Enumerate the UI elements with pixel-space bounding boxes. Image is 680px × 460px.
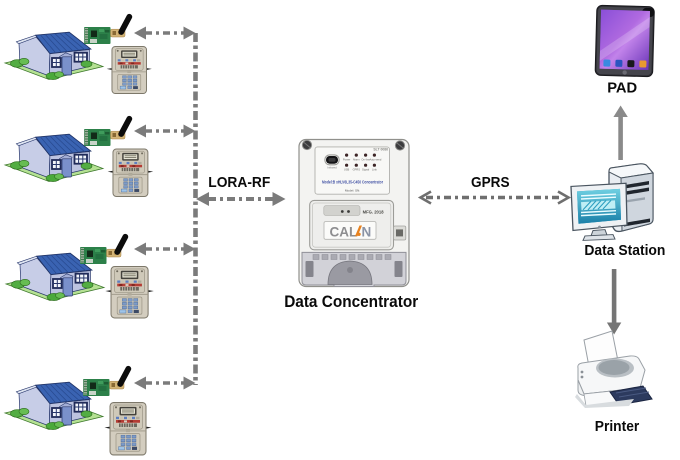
svg-text:LORA-RF: LORA-RF (208, 174, 270, 191)
svg-text:PAD: PAD (607, 80, 637, 97)
svg-text:Model:B xHLV6L35-C450 Concentr: Model:B xHLV6L35-C450 Concentrator (322, 180, 383, 185)
svg-text:On-line: On-line (361, 158, 370, 162)
svg-text:CAL: CAL (330, 224, 358, 239)
svg-text:Power: Power (343, 158, 350, 162)
svg-text:Signal: Signal (362, 168, 370, 172)
svg-text:Auto-send: Auto-send (369, 158, 381, 162)
svg-text:MFG. 2018: MFG. 2018 (363, 210, 385, 215)
svg-text:Alarm: Alarm (353, 158, 360, 162)
svg-text:Infrared: Infrared (327, 165, 337, 169)
svg-text:Data Station: Data Station (584, 242, 665, 259)
svg-text:N: N (362, 224, 372, 239)
svg-text:GPRS: GPRS (353, 168, 361, 172)
svg-text:Printer: Printer (595, 418, 640, 435)
svg-text:GPRS: GPRS (471, 174, 510, 191)
svg-text:SLT 0086: SLT 0086 (373, 148, 388, 152)
svg-text:Model: SN:: Model: SN: (345, 189, 360, 193)
svg-text:Data Concentrator: Data Concentrator (284, 293, 419, 311)
svg-text:Link: Link (372, 168, 377, 172)
svg-text:USB: USB (344, 168, 350, 172)
